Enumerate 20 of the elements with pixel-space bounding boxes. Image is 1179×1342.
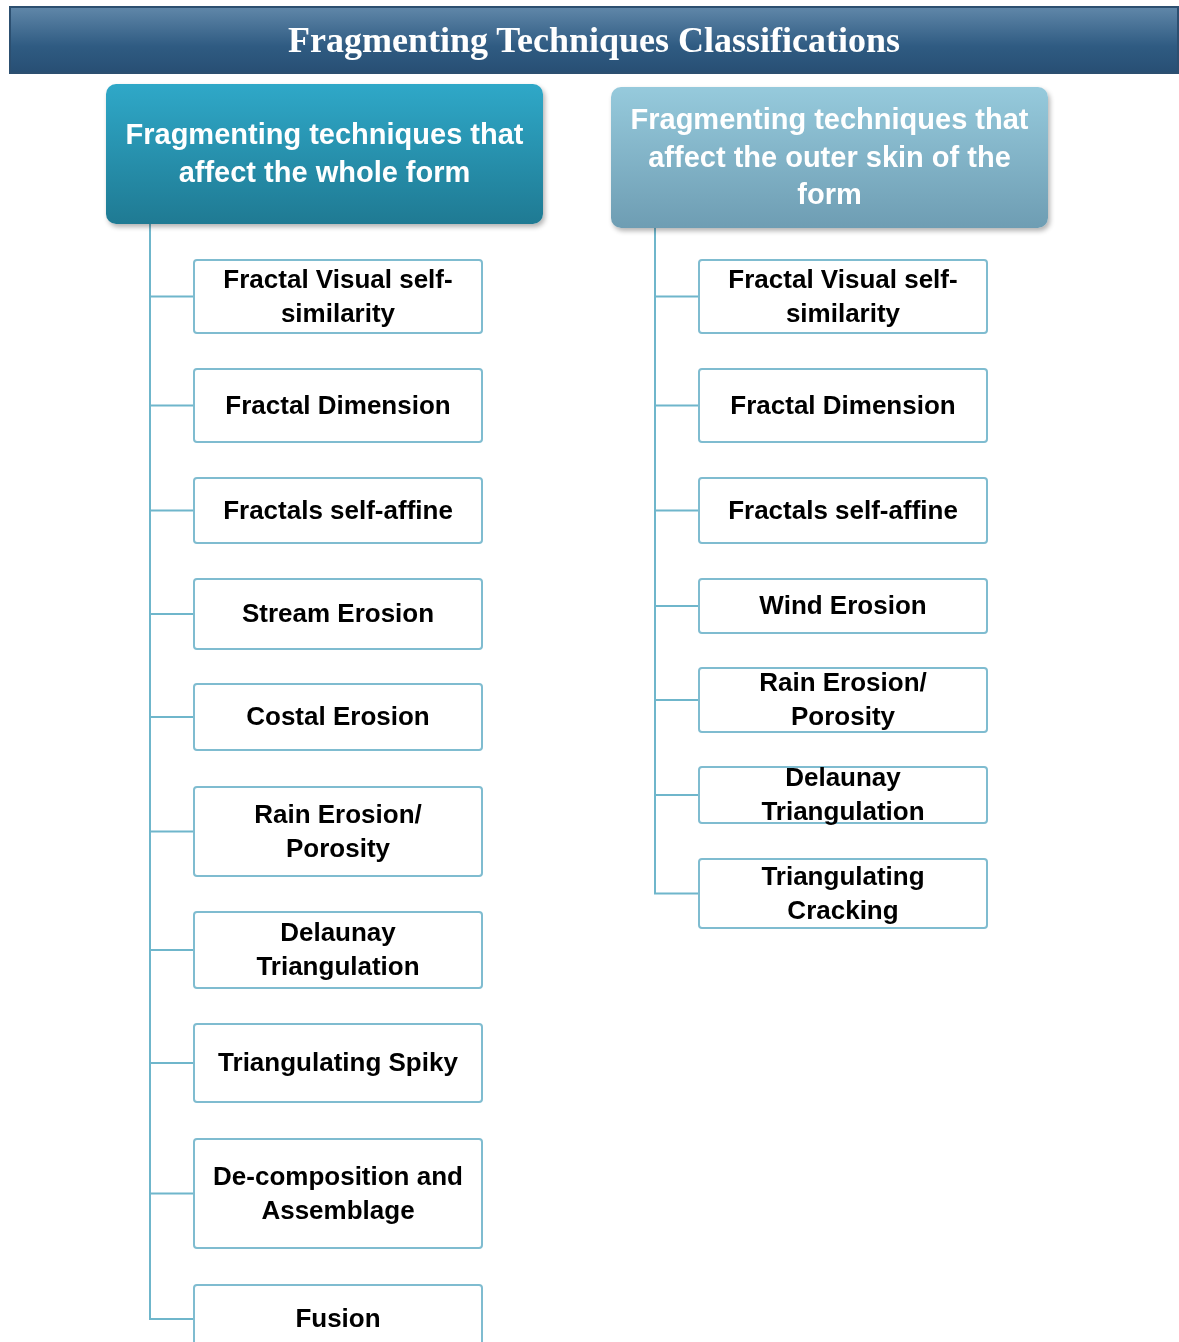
- technique-box: Fractal Dimension: [698, 368, 988, 443]
- technique-box: Fractal Dimension: [193, 368, 483, 443]
- technique-box: Fractals self-affine: [698, 477, 988, 544]
- technique-box: Delaunay Triangulation: [193, 911, 483, 989]
- technique-box: De-composition and Assemblage: [193, 1138, 483, 1249]
- category-header: Fragmenting techniques that affect the outer skin of the form: [611, 87, 1048, 228]
- technique-box: Wind Erosion: [698, 578, 988, 634]
- technique-box: Rain Erosion/ Porosity: [698, 667, 988, 733]
- technique-box: Rain Erosion/ Porosity: [193, 786, 483, 877]
- technique-box: Triangulating Cracking: [698, 858, 988, 929]
- technique-box: Fractals self-affine: [193, 477, 483, 544]
- technique-box: Fractal Visual self-similarity: [698, 259, 988, 334]
- technique-box: Delaunay Triangulation: [698, 766, 988, 824]
- technique-box: Fusion: [193, 1284, 483, 1342]
- technique-box: Stream Erosion: [193, 578, 483, 650]
- technique-box: Costal Erosion: [193, 683, 483, 751]
- title-banner: Fragmenting Techniques Classifications: [9, 6, 1179, 74]
- category-header: Fragmenting techniques that affect the whole form: [106, 84, 543, 224]
- technique-box: Fractal Visual self-similarity: [193, 259, 483, 334]
- technique-box: Triangulating Spiky: [193, 1023, 483, 1103]
